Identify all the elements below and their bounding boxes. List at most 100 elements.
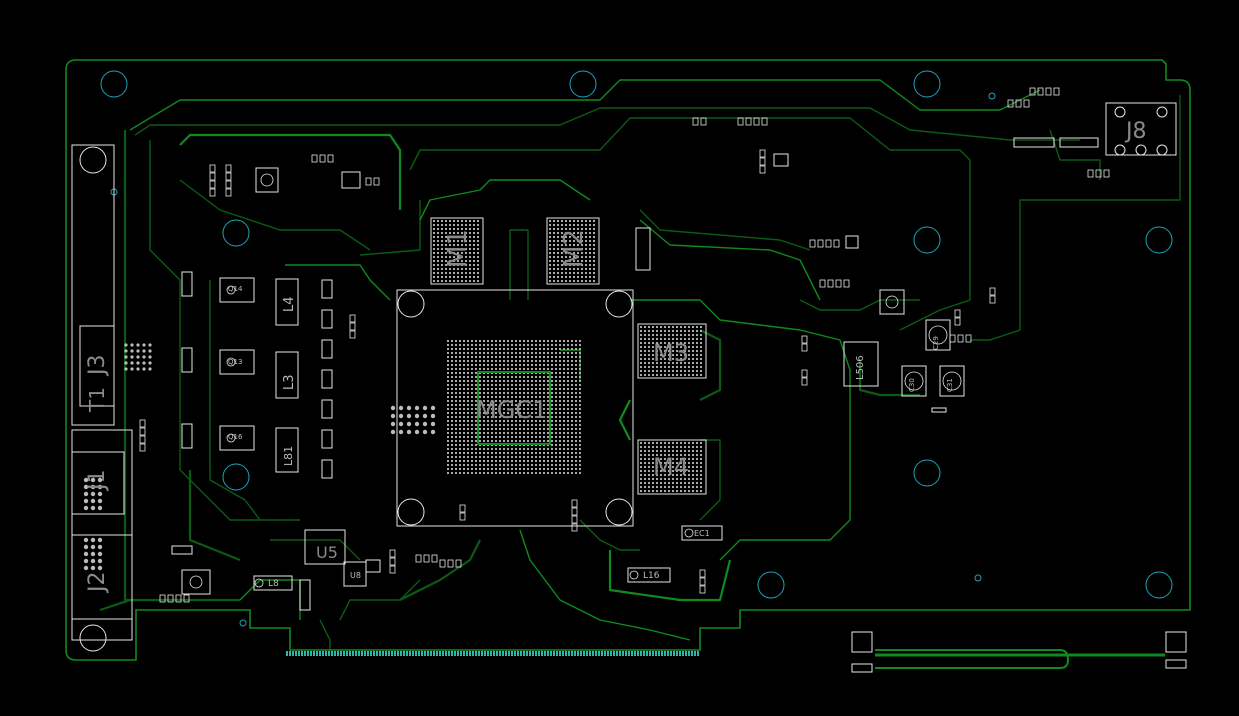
- pad: [83, 484, 89, 490]
- edge-finger: [370, 651, 372, 656]
- pad: [562, 459, 566, 463]
- pad: [651, 353, 655, 357]
- pad: [663, 489, 667, 493]
- pad: [472, 227, 476, 231]
- smd-pad: [571, 507, 578, 516]
- pad: [659, 373, 663, 377]
- pad: [458, 383, 462, 387]
- bar-small: [931, 407, 947, 413]
- pad: [514, 467, 518, 471]
- pad: [470, 347, 474, 351]
- edge-finger: [382, 651, 384, 656]
- pad: [671, 357, 675, 361]
- pad: [462, 431, 466, 435]
- pad: [566, 347, 570, 351]
- label-c29: C29: [932, 336, 940, 350]
- edge-finger: [427, 651, 429, 656]
- pad: [514, 451, 518, 455]
- pad: [558, 359, 562, 363]
- pad: [454, 375, 458, 379]
- pad: [580, 275, 584, 279]
- pad: [655, 369, 659, 373]
- pad: [466, 459, 470, 463]
- pad: [691, 369, 695, 373]
- pad: [468, 271, 472, 275]
- pad: [494, 439, 498, 443]
- pad: [639, 333, 643, 337]
- pad: [472, 243, 476, 247]
- pad: [474, 395, 478, 399]
- pad: [643, 329, 647, 333]
- pad: [518, 411, 522, 415]
- pad: [530, 459, 534, 463]
- pad: [695, 365, 699, 369]
- pad: [458, 411, 462, 415]
- pad: [556, 239, 560, 243]
- gpu-corner-hole: [605, 290, 633, 318]
- pad: [566, 455, 570, 459]
- j8-pin: [1156, 144, 1168, 156]
- pad: [502, 399, 506, 403]
- pad: [506, 379, 510, 383]
- pad: [552, 263, 556, 267]
- pad: [558, 463, 562, 467]
- trace: [285, 264, 391, 301]
- pad: [542, 467, 546, 471]
- pad: [663, 457, 667, 461]
- pad: [432, 239, 436, 243]
- pad: [671, 353, 675, 357]
- pad: [671, 453, 675, 457]
- pad: [530, 343, 534, 347]
- pad: [482, 455, 486, 459]
- pad: [494, 427, 498, 431]
- pad: [470, 355, 474, 359]
- pad: [422, 429, 428, 435]
- pad: [655, 341, 659, 345]
- pad: [538, 463, 542, 467]
- pad: [546, 471, 550, 475]
- pad: [444, 251, 448, 255]
- pad: [502, 423, 506, 427]
- pad: [570, 407, 574, 411]
- pad: [566, 407, 570, 411]
- pad: [584, 223, 588, 227]
- pad: [526, 387, 530, 391]
- pad: [683, 453, 687, 457]
- pad: [526, 463, 530, 467]
- pad: [699, 329, 703, 333]
- pad: [554, 427, 558, 431]
- pad: [578, 407, 582, 411]
- pad: [639, 445, 643, 449]
- label-c30: C30: [908, 378, 916, 392]
- pad: [538, 419, 542, 423]
- pad: [671, 449, 675, 453]
- pad: [566, 419, 570, 423]
- pad: [574, 435, 578, 439]
- pad: [490, 415, 494, 419]
- pad: [506, 383, 510, 387]
- pad: [554, 443, 558, 447]
- pad: [659, 477, 663, 481]
- pad: [679, 357, 683, 361]
- pad: [470, 399, 474, 403]
- pad: [440, 243, 444, 247]
- pad: [667, 361, 671, 365]
- pad: [655, 325, 659, 329]
- pad: [663, 469, 667, 473]
- pad: [659, 469, 663, 473]
- pad: [639, 369, 643, 373]
- pad: [572, 259, 576, 263]
- pad: [464, 255, 468, 259]
- pad: [574, 395, 578, 399]
- capacitor-column: [321, 309, 333, 329]
- edge-finger: [313, 651, 315, 656]
- pad: [647, 341, 651, 345]
- pad: [651, 337, 655, 341]
- pad: [510, 459, 514, 463]
- pad: [564, 231, 568, 235]
- pad: [518, 391, 522, 395]
- pad: [691, 485, 695, 489]
- pad: [448, 219, 452, 223]
- pad: [695, 449, 699, 453]
- pad: [691, 489, 695, 493]
